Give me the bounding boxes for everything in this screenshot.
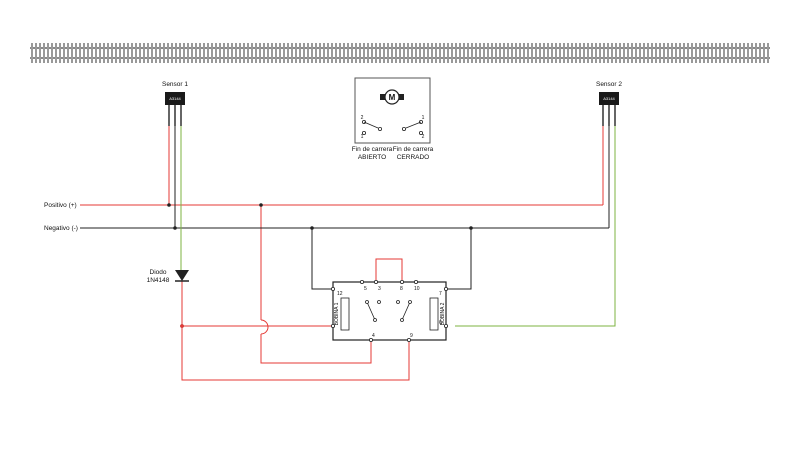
caption-left-2: ABIERTO (358, 154, 386, 161)
sensor-1-label: Sensor 1 (162, 81, 188, 88)
coil-2-label: BOBINA 2 (440, 302, 446, 325)
caption-right-2: CERRADO (397, 154, 430, 161)
coil-1 (340, 297, 350, 331)
diode: Diodo 1N4148 (147, 269, 189, 284)
relay-body (332, 281, 447, 341)
caption-left-1: Fin de carrera (352, 146, 393, 153)
sensor-2-label: Sensor 2 (596, 81, 622, 88)
sensor-1-body (165, 92, 185, 105)
pin-9: 9 (410, 333, 413, 339)
negative-rail-label: Negativo (-) (44, 225, 78, 232)
sensor-2-body (599, 92, 619, 105)
signal-wires (180, 126, 616, 327)
motor-endstop-box: M 2 1 1 2 Fin de carrera ABIERTO Fin de … (352, 77, 434, 161)
caption-right-1: Fin de carrera (393, 146, 434, 153)
pin-4: 4 (372, 333, 375, 339)
motor-symbol: M (389, 93, 396, 102)
positive-rail-label: Positivo (+) (44, 202, 77, 209)
pin-12: 12 (337, 291, 343, 297)
pin-10: 10 (414, 286, 420, 292)
railway-track (30, 42, 770, 64)
negative-wires (80, 126, 610, 290)
sensor-1: Sensor 1 A3144 (162, 81, 188, 126)
positive-wires (80, 126, 604, 381)
switch-right-bottom: 2 (422, 134, 425, 140)
coil-1-label: BOBINA 1 (334, 302, 340, 325)
switch-left-top: 2 (361, 115, 364, 121)
diode-label-2: 1N4148 (147, 277, 170, 284)
diode-label-1: Diodo (150, 269, 167, 276)
switch-left-bottom: 1 (361, 134, 364, 140)
pin-7: 7 (439, 291, 442, 297)
switch-right-top: 1 (422, 115, 425, 121)
sensor-2: Sensor 2 A3144 (596, 81, 622, 126)
coil-2 (429, 297, 439, 331)
pin-3: 3 (378, 286, 381, 292)
sensor-1-chip: A3144 (169, 96, 181, 101)
pin-6: 6 (439, 320, 442, 326)
relay: BOBINA 1 BOBINA 2 12 5 3 8 10 7 4 9 6 (330, 279, 448, 342)
sensor-2-chip: A3144 (603, 96, 615, 101)
pin-5: 5 (364, 286, 367, 292)
pin-8: 8 (400, 286, 403, 292)
